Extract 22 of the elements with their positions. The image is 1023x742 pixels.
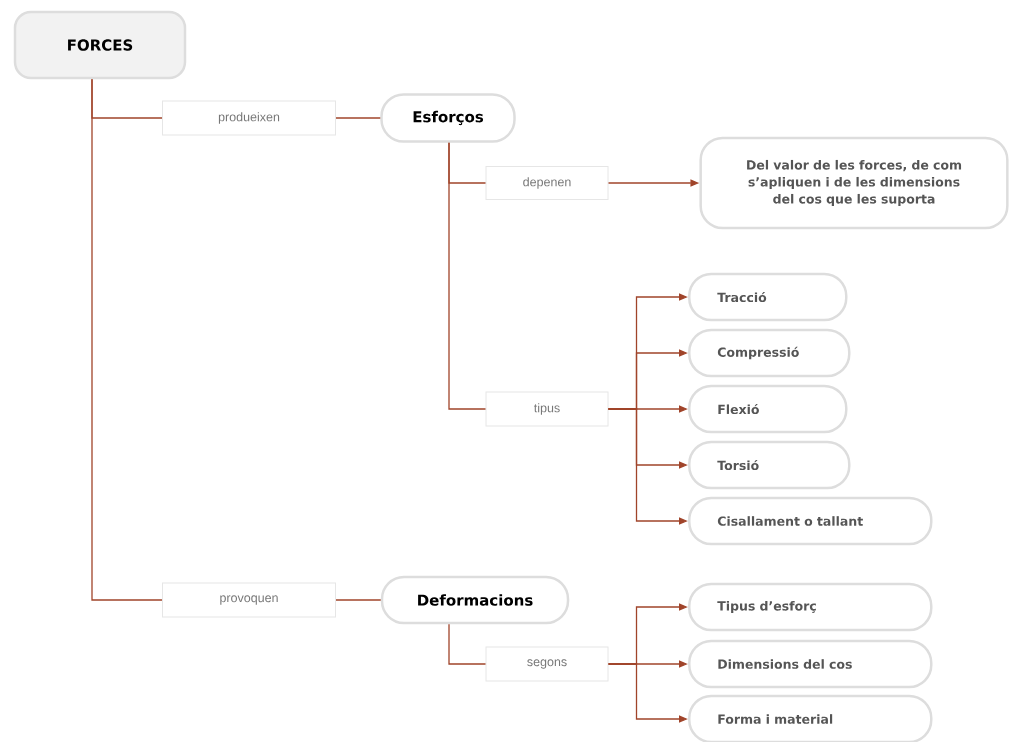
connector-line [91, 78, 163, 601]
concept-box: Tipus d’esforç [688, 582, 933, 632]
concept-box: Deformacions [380, 575, 570, 625]
linking-word-box: segons [485, 646, 609, 682]
linking-word-box: tipus [485, 391, 609, 427]
concept-box: Esforços [380, 93, 516, 143]
concept-box: Del valor de les forces, de com s’apliquen i de les dimensions del cos que les suporta [699, 136, 1009, 230]
concept-box: Dimensions del cos [688, 639, 933, 689]
connector-line [335, 599, 382, 601]
concept-box: Flexió [688, 384, 848, 434]
linking-word-box: produeixen [162, 100, 336, 136]
topic-box: FORCES [13, 10, 187, 80]
concept-box: Compressió [688, 328, 851, 378]
concept-box: Tracció [688, 272, 848, 322]
concept-box: Forma i material [688, 694, 933, 742]
connector-line [448, 623, 487, 665]
linking-word-box: depenen [485, 166, 609, 200]
linking-word-box: provoquen [162, 582, 336, 618]
connector-line [448, 142, 487, 410]
concept-box: Torsió [688, 440, 851, 490]
connector-line [335, 117, 381, 119]
concept-box: Cisallament o tallant [688, 496, 933, 546]
